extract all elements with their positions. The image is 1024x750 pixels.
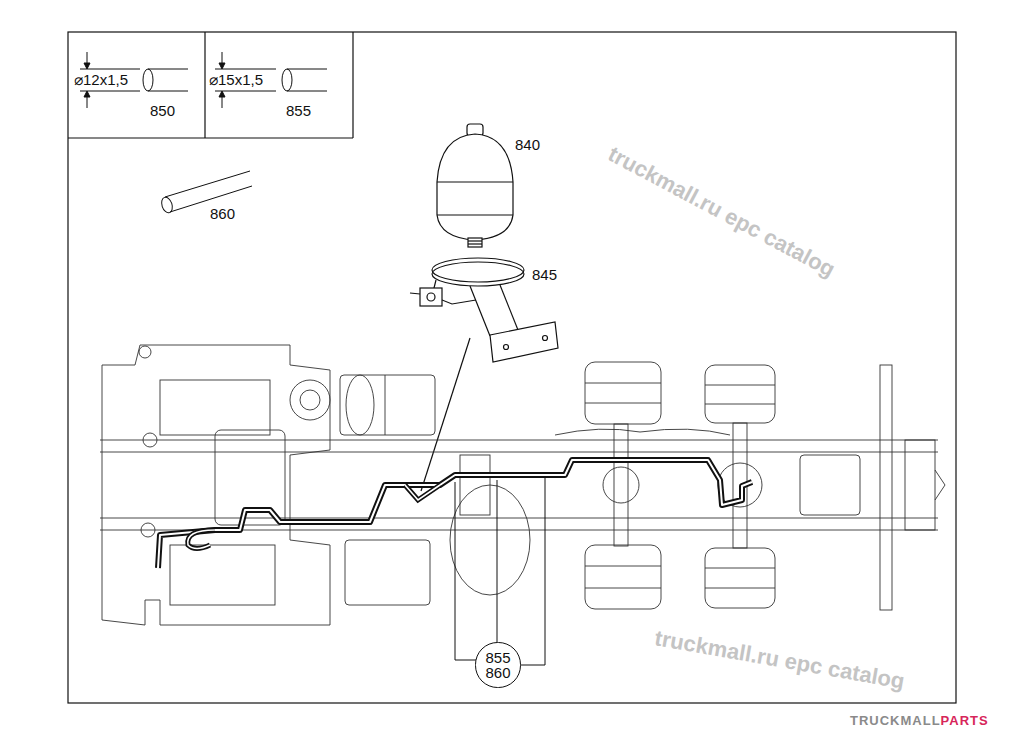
- leader-lines: [455, 478, 545, 665]
- table-line: [352, 32, 353, 138]
- frame: [68, 32, 956, 703]
- drawing-frame: [68, 32, 956, 703]
- pipe-dimension: ⌀12x1,5: [74, 72, 128, 88]
- clamp-845: [410, 258, 558, 491]
- callout-number: 860: [485, 665, 510, 680]
- callout-circle: 855860: [475, 642, 520, 687]
- logo-text: TRUCKMALL: [850, 714, 941, 728]
- accumulator-840: [437, 124, 513, 247]
- table-line: [68, 137, 353, 138]
- callout-number: 855: [485, 650, 510, 665]
- logo-text: PARTS: [941, 714, 989, 728]
- callout-number: 845: [532, 267, 557, 283]
- callout-number: 840: [515, 137, 540, 153]
- table-line: [204, 32, 205, 138]
- watermark: truckmall.ru epc catalog: [653, 626, 906, 694]
- chassis: [100, 345, 945, 625]
- pipe-dimension: ⌀15x1,5: [209, 72, 263, 88]
- callout-number: 855: [286, 103, 311, 119]
- callout-number: 850: [150, 103, 175, 119]
- watermark: truckmall.ru epc catalog: [605, 142, 840, 282]
- callout-number: 860: [210, 206, 235, 222]
